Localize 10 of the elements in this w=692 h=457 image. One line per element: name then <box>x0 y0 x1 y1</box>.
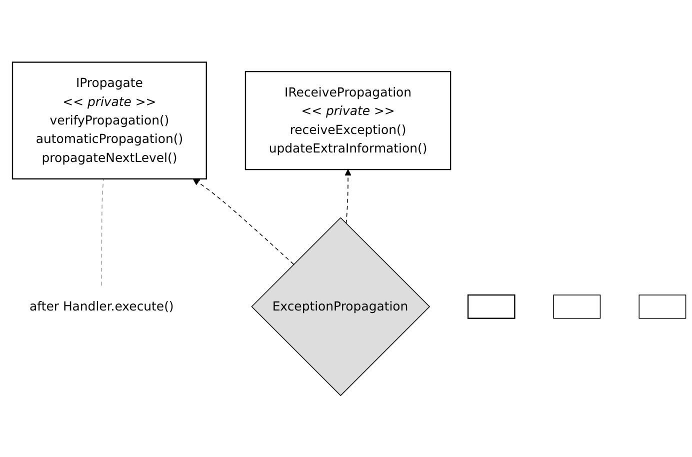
arrow <box>192 178 294 264</box>
node-box: IPropagate << private >> verifyPropagation() automaticPropagation() propagateNextLevel() <box>12 61 207 180</box>
node-box <box>467 294 516 318</box>
connector <box>101 178 104 286</box>
node-box <box>553 294 601 318</box>
node-box: IReceivePropagation << private >> receiveException() updateExtraInformation() <box>244 70 452 170</box>
node-text: after Handler.execute() <box>30 298 174 314</box>
arrow <box>344 168 352 224</box>
node-box <box>638 294 686 318</box>
node-diamond: ExceptionPropagation <box>251 216 430 396</box>
